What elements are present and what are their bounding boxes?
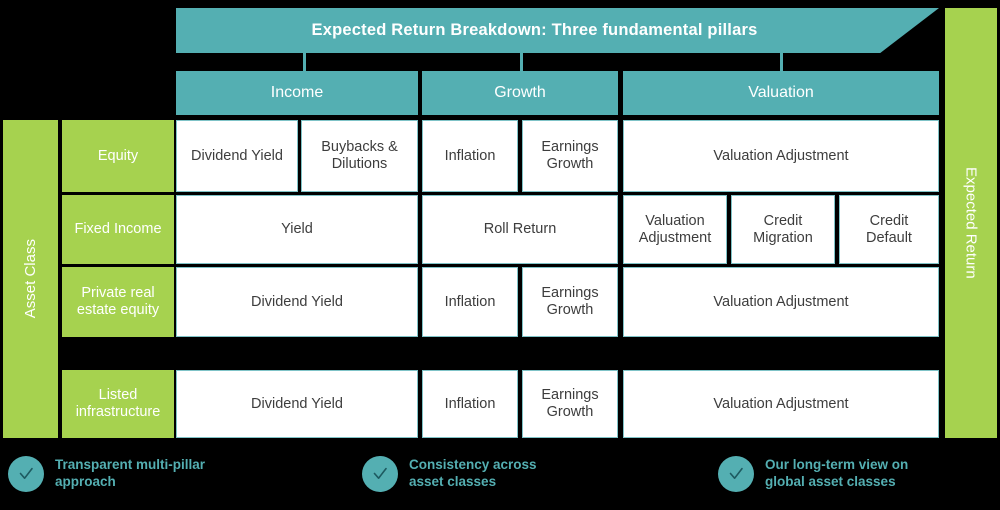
diagram-title-banner: Expected Return Breakdown: Three fundame… (176, 8, 939, 53)
table-cell: Credit Default (839, 195, 939, 264)
row-header-listed-infrastructure: Listed infrastructure (62, 370, 174, 438)
pillar-header-income: Income (176, 71, 418, 115)
footer-bullet-label: Our long-term view on global asset class… (765, 457, 909, 489)
table-cell: Dividend Yield (176, 267, 418, 337)
row-header-fixed-income: Fixed Income (62, 195, 174, 264)
table-cell: Inflation (422, 267, 518, 337)
check-icon (718, 456, 754, 492)
check-icon (362, 456, 398, 492)
table-cell: Buybacks & Dilutions (301, 120, 418, 192)
table-cell: Valuation Adjustment (623, 120, 939, 192)
row-header-equity: Equity (62, 120, 174, 192)
table-cell: Roll Return (422, 195, 618, 264)
expected-return-axis: Expected Return (945, 8, 997, 438)
table-cell: Dividend Yield (176, 120, 298, 192)
connector-income-stub (303, 53, 306, 71)
table-cell: Valuation Adjustment (623, 370, 939, 438)
table-cell: Earnings Growth (522, 120, 618, 192)
footer-highlights: Transparent multi-pillar approach Consis… (0, 444, 1000, 510)
pillar-header-growth: Growth (422, 71, 618, 115)
row-header-private-real-estate-equity: Private real estate equity (62, 267, 174, 337)
table-cell: Dividend Yield (176, 370, 418, 438)
table-cell: Valuation Adjustment (623, 195, 727, 264)
expected-return-axis-label: Expected Return (962, 167, 980, 279)
footer-bullet-label: Transparent multi-pillar approach (55, 457, 206, 489)
pillar-header-valuation: Valuation (623, 71, 939, 115)
table-cell: Credit Migration (731, 195, 835, 264)
footer-bullet-consistency-across-asset-classes: Consistency across asset classes (362, 456, 537, 492)
table-cell: Earnings Growth (522, 267, 618, 337)
table-cell: Yield (176, 195, 418, 264)
table-cell: Inflation (422, 120, 518, 192)
connector-valuation-stub (780, 53, 783, 71)
footer-bullet-transparent-multi-pillar: Transparent multi-pillar approach (8, 456, 205, 492)
table-cell: Inflation (422, 370, 518, 438)
footer-bullet-long-term-view: Our long-term view on global asset class… (718, 456, 908, 492)
table-cell: Earnings Growth (522, 370, 618, 438)
table-cell: Valuation Adjustment (623, 267, 939, 337)
asset-class-axis-label: Asset Class (21, 239, 39, 319)
asset-class-axis: Asset Class (3, 120, 58, 438)
footer-bullet-label: Consistency across asset classes (409, 457, 537, 489)
connector-growth-stub (520, 53, 523, 71)
check-icon (8, 456, 44, 492)
